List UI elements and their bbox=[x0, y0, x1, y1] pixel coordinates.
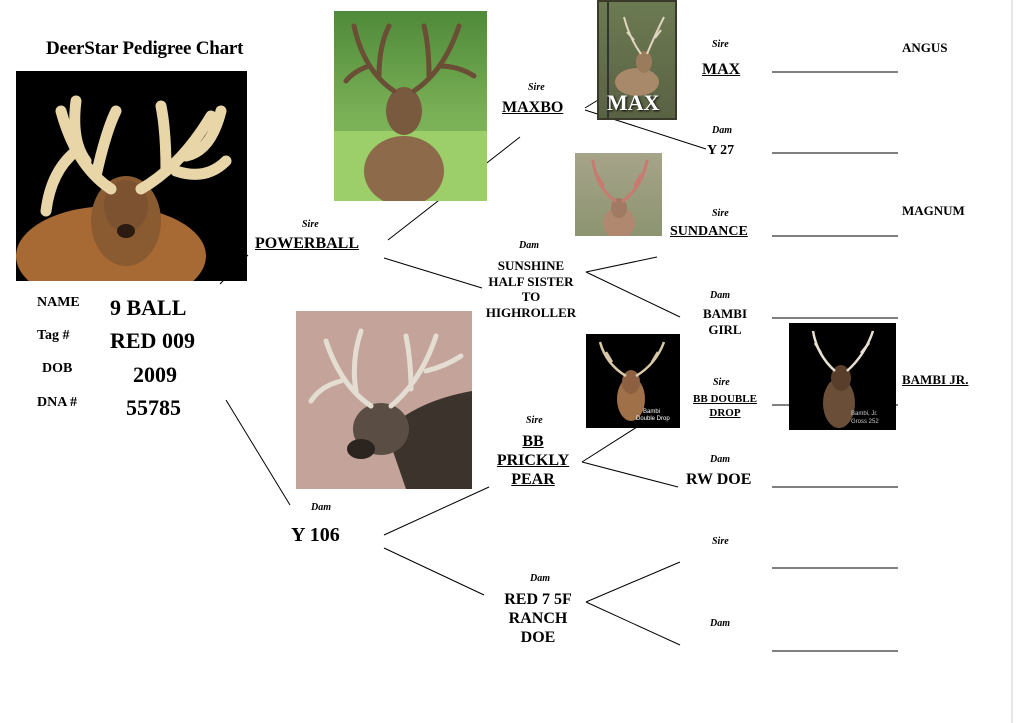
max-name: MAX bbox=[702, 61, 741, 78]
red7-line-1: RED 7 5F bbox=[504, 591, 572, 608]
max-sire-label: Sire bbox=[712, 39, 729, 50]
bb-double-drop-name: BB DOUBLE DROP bbox=[684, 393, 766, 421]
sundance-photo bbox=[575, 153, 662, 236]
bambi-jr-caption-1: Bambi, Jr. bbox=[851, 411, 878, 417]
red7-sire-sire-label: Sire bbox=[712, 536, 729, 547]
y106-name: Y 106 bbox=[291, 524, 340, 546]
sunshine-line-1: SUNSHINE bbox=[497, 258, 565, 273]
bambi-caption-1: Bambi bbox=[643, 409, 661, 415]
max-photo: MAX bbox=[597, 0, 677, 120]
name-value: 9 BALL bbox=[110, 295, 187, 320]
angus-name: ANGUS bbox=[902, 40, 948, 55]
bambi-girl-line-2: GIRL bbox=[708, 321, 742, 337]
prickly-line-2: PRICKLY bbox=[496, 452, 570, 470]
buck-mount-icon bbox=[598, 341, 666, 421]
y106-dam-label: Dam bbox=[311, 502, 331, 513]
bambi-girl-name: BAMBI GIRL bbox=[692, 306, 758, 337]
buck-grass-icon bbox=[591, 159, 649, 236]
page-title: DeerStar Pedigree Chart bbox=[46, 38, 244, 59]
powerball-name: POWERBALL bbox=[255, 235, 360, 252]
max-photo-overlay-text: MAX bbox=[607, 90, 660, 115]
subject-photo bbox=[16, 71, 247, 281]
tag-label: Tag # bbox=[37, 328, 70, 343]
name-label: NAME bbox=[37, 295, 80, 310]
red7-name: RED 7 5F RANCH DOE bbox=[490, 590, 586, 648]
red7-dam-dam-label: Dam bbox=[710, 618, 730, 629]
prickly-sire-label: Sire bbox=[526, 415, 543, 426]
rw-doe-dam-label: Dam bbox=[710, 454, 730, 465]
bambi-caption-2: Double Drop bbox=[636, 416, 670, 422]
y27-dam-label: Dam bbox=[712, 125, 732, 136]
red7-line-2: RANCH bbox=[508, 610, 568, 628]
bambi-girl-dam-label: Dam bbox=[710, 290, 730, 301]
powerball-photo bbox=[334, 11, 487, 201]
sundance-sire-label: Sire bbox=[712, 208, 729, 219]
dna-label: DNA # bbox=[37, 395, 78, 410]
buck-velvet-antlers-icon bbox=[16, 95, 232, 281]
bambi-jr-photo: Bambi, Jr. Gross 252 bbox=[789, 323, 896, 430]
double-drop-sire-label: Sire bbox=[713, 377, 730, 388]
maxbo-name: MAXBO bbox=[502, 99, 564, 116]
buck-field-icon bbox=[334, 23, 487, 201]
bambi-jr-caption-2: Gross 252 bbox=[851, 419, 879, 425]
bambi-girl-line-1: BAMBI bbox=[702, 306, 748, 321]
maxbo-sire-label: Sire bbox=[528, 82, 545, 93]
red7-dam-label: Dam bbox=[530, 573, 550, 584]
buck-mount-dark-icon bbox=[811, 330, 875, 428]
sunshine-name: SUNSHINE HALF SISTER TO HIGHROLLER bbox=[478, 258, 584, 320]
bambi-double-drop-photo: Bambi Double Drop bbox=[586, 334, 680, 428]
tag-value: RED 009 bbox=[110, 328, 195, 353]
sunshine-dam-label: Dam bbox=[519, 240, 539, 251]
prickly-line-3: PEAR bbox=[511, 471, 555, 489]
prickly-pear-name: BB PRICKLY PEAR bbox=[485, 432, 581, 490]
prickly-pear-photo bbox=[296, 311, 472, 489]
dob-label: DOB bbox=[42, 361, 73, 376]
sundance-name: SUNDANCE bbox=[670, 224, 748, 239]
magnum-name: MAGNUM bbox=[902, 203, 965, 218]
double-drop-line-2: DROP bbox=[709, 406, 741, 419]
buck-pen-icon bbox=[607, 2, 665, 118]
rw-doe-name: RW DOE bbox=[686, 471, 752, 488]
y27-name: Y 27 bbox=[707, 143, 735, 158]
dna-value: 55785 bbox=[126, 395, 181, 420]
double-drop-line-1: BB DOUBLE bbox=[693, 393, 757, 405]
sunshine-line-3: TO bbox=[521, 289, 541, 305]
sunshine-line-2: HALF SISTER bbox=[488, 273, 574, 289]
prickly-line-1: BB bbox=[522, 433, 544, 450]
sunshine-line-4: HIGHROLLER bbox=[485, 304, 577, 320]
red7-line-3: DOE bbox=[520, 629, 556, 647]
bambi-jr-name: BAMBI JR. bbox=[902, 372, 969, 387]
powerball-sire-label: Sire bbox=[302, 219, 319, 230]
buck-closeup-icon bbox=[296, 311, 472, 489]
dob-value: 2009 bbox=[133, 362, 177, 387]
